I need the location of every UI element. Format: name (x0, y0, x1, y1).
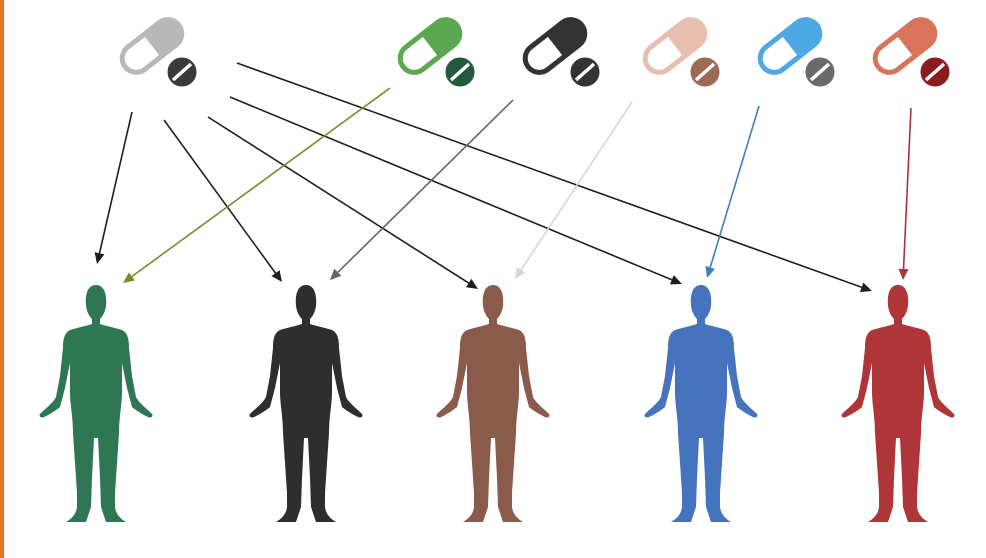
arrow-shaft (338, 100, 513, 272)
human-figure-green-icon (39, 285, 152, 522)
arrowhead (705, 266, 715, 278)
arrow-shaft (164, 120, 276, 273)
arrow-shaft (132, 88, 390, 277)
arrow-blue-to-blue (705, 106, 759, 278)
pills-layer (117, 14, 951, 88)
human-figure-blue-icon (644, 285, 757, 522)
arrowhead (860, 283, 872, 292)
arrowhead (466, 279, 478, 289)
tablet-shape (569, 56, 601, 88)
arrow-salmon-to-red (899, 108, 911, 280)
tablet-shape (689, 56, 721, 88)
drug-pill-black-icon (520, 14, 601, 88)
arrow-gray-to-red (237, 63, 872, 292)
arrow-shaft (99, 112, 132, 253)
tablet-shape (804, 56, 836, 88)
arrow-shaft (230, 97, 672, 280)
arrow-green-to-green (123, 88, 390, 283)
human-figure-brown-icon (436, 285, 549, 522)
human-figure-red-icon (841, 285, 954, 522)
human-figure-black-icon (249, 285, 362, 522)
arrows-layer (95, 63, 911, 292)
arrowhead (271, 270, 282, 282)
drug-pill-salmon-icon (870, 14, 951, 88)
arrow-beige-to-brown (515, 102, 632, 279)
drug-pill-green-icon (395, 14, 476, 88)
arrow-gray-to-black (164, 120, 282, 282)
arrow-gray-to-brown (208, 117, 478, 289)
arrowhead (899, 269, 909, 280)
arrow-shaft (237, 63, 862, 287)
generic-drug-pill-gray-icon (117, 14, 198, 88)
arrow-gray-to-blue (230, 97, 682, 284)
arrow-gray-to-green (95, 112, 132, 264)
drug-pill-beige-icon (640, 14, 721, 88)
figures-layer (39, 285, 954, 522)
arrowhead (95, 252, 105, 264)
tablet-shape (919, 56, 951, 88)
arrowhead (515, 267, 525, 279)
arrow-shaft (904, 108, 911, 269)
arrow-shaft (710, 106, 759, 267)
tablet-shape (166, 56, 198, 88)
arrow-shaft (521, 102, 632, 270)
drug-pill-blue-icon (755, 14, 836, 88)
tablet-shape (444, 56, 476, 88)
arrowhead (123, 272, 135, 283)
